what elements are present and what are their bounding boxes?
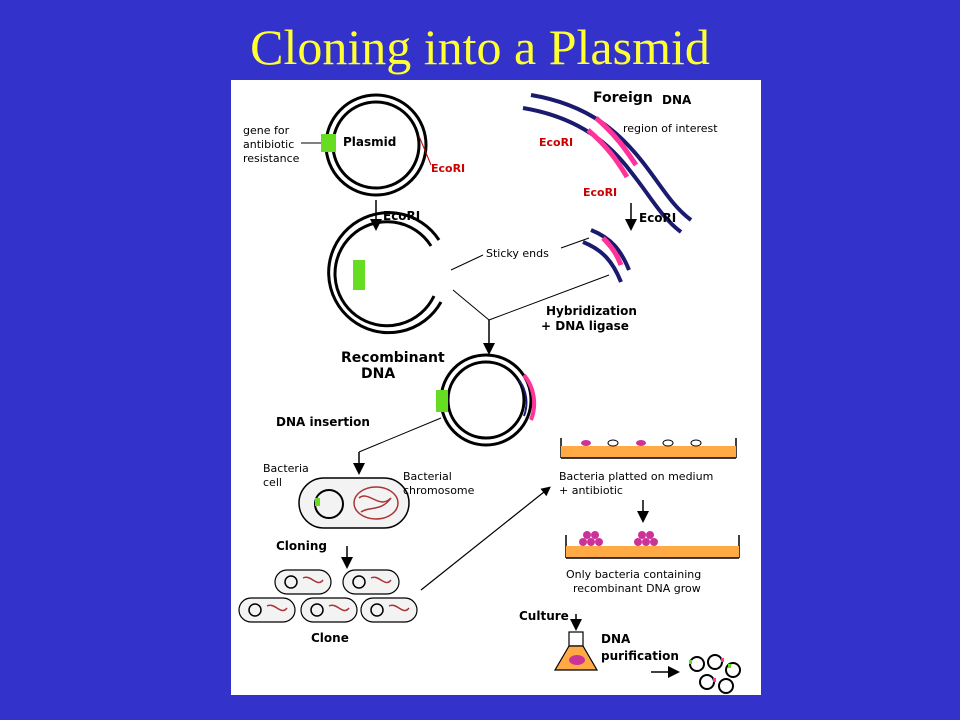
label-plasmid: Plasmid (343, 135, 396, 149)
insertion-line (358, 417, 442, 453)
label-plated-2: + antibiotic (559, 484, 623, 497)
label-foreign-dna: DNA (662, 93, 692, 107)
label-bacterial: Bacterial (403, 470, 452, 483)
label-only-2: recombinant DNA grow (573, 582, 701, 595)
foreign-fragment (582, 228, 631, 283)
ecori-site-marker (418, 135, 432, 166)
merge-line-right (488, 274, 610, 321)
label-dna-purification-1: DNA (601, 632, 631, 646)
label-ecori-cut-right: EcoRI (639, 211, 676, 225)
clone-cells (238, 569, 418, 623)
label-plated-1: Bacteria platted on medium (559, 470, 713, 483)
label-dna-insertion: DNA insertion (276, 415, 370, 429)
label-cloning: Cloning (276, 539, 327, 553)
slide-title: Cloning into a Plasmid (250, 19, 710, 75)
label-ecori-foreign-2: EcoRI (583, 186, 617, 199)
arrow-to-plate (420, 486, 551, 591)
label-culture: Culture (519, 609, 569, 623)
label-region-of-interest: region of interest (623, 122, 718, 135)
merge-line-left (452, 289, 490, 321)
label-bacteria: Bacteria (263, 462, 309, 475)
label-chromosome: chromosome (403, 484, 475, 497)
label-foreign: Foreign (593, 90, 653, 106)
sticky-pointer-left (450, 254, 484, 271)
cloning-diagram: gene for antibiotic resistance Plasmid E… (231, 80, 761, 695)
label-sticky-ends: Sticky ends (486, 247, 549, 260)
plate-antibiotic (565, 531, 740, 559)
plasmid-circle (321, 93, 428, 197)
culture-flask (553, 631, 599, 671)
label-gene-for: gene for (243, 124, 290, 137)
sticky-pointer-right (560, 237, 590, 249)
label-resistance: resistance (243, 152, 300, 165)
plate-medium (560, 438, 737, 459)
label-recombinant: Recombinant (341, 350, 445, 366)
label-ecori-plasmid: EcoRI (431, 162, 465, 175)
label-hybridization: Hybridization (546, 304, 637, 318)
recombinant-plasmid (436, 353, 537, 447)
bacteria-cell (298, 477, 410, 529)
label-antibiotic: antibiotic (243, 138, 294, 151)
cut-plasmid (327, 211, 443, 335)
label-cell: cell (263, 476, 282, 489)
label-clone: Clone (311, 631, 349, 645)
label-dna-purification-2: purification (601, 649, 679, 663)
label-only-1: Only bacteria containing (566, 568, 701, 581)
label-ecori-foreign-1: EcoRI (539, 136, 573, 149)
foreign-dna (522, 93, 693, 234)
label-dna-ligase: + DNA ligase (541, 319, 629, 333)
diagram-svg: gene for antibiotic resistance Plasmid E… (238, 90, 741, 694)
label-recombinant-dna: DNA (361, 366, 395, 382)
purified-plasmids (689, 654, 741, 694)
